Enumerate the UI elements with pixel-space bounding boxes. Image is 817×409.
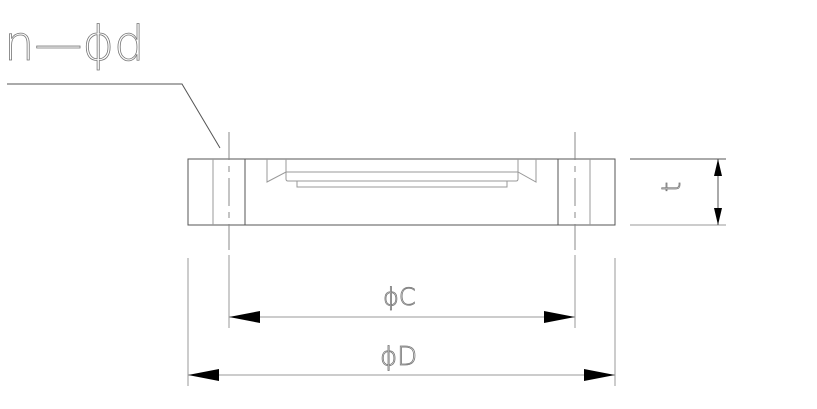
dimension-c: ϕC: [228, 255, 576, 328]
flange-section: [187, 158, 616, 226]
dimension-t: t: [630, 158, 726, 226]
leader-line: [7, 83, 221, 149]
bolt-circle-label: ϕC: [383, 283, 416, 311]
dimension-d: ϕD: [187, 258, 616, 386]
holes-label: n—ϕd: [4, 16, 145, 72]
thickness-label: t: [657, 182, 687, 192]
outer-diameter-label: ϕD: [380, 342, 417, 372]
